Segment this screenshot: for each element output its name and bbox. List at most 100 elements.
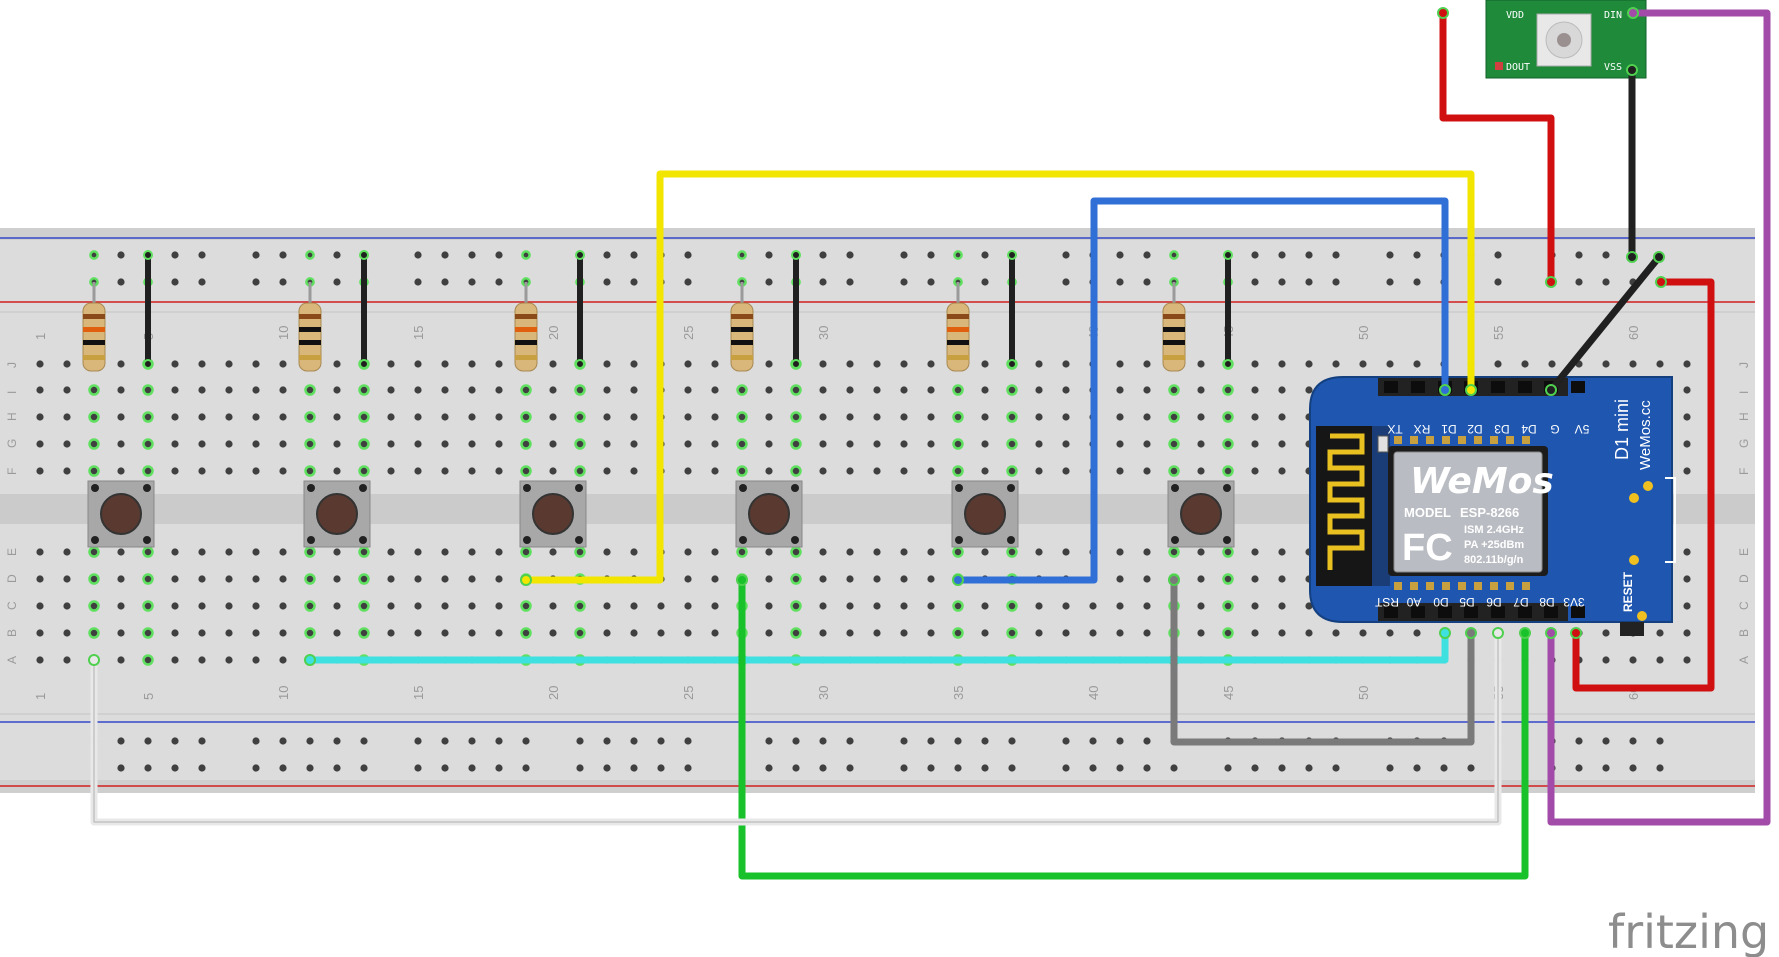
breadboard-hole (117, 440, 125, 448)
rail-hole (846, 764, 854, 772)
pin-label-bottom: 3V3 (1563, 595, 1585, 609)
rail-hole (630, 251, 638, 259)
rail-hole (117, 251, 125, 259)
breadboard-hole (684, 629, 692, 637)
breadboard-hole (225, 467, 233, 475)
breadboard-hole (549, 629, 557, 637)
breadboard-hole (1035, 413, 1043, 421)
breadboard-hole (819, 548, 827, 556)
breadboard-hole (819, 467, 827, 475)
wire-end (1653, 251, 1665, 263)
breadboard-hole (468, 602, 476, 610)
breadboard-hole (630, 548, 638, 556)
rail-hole (252, 737, 260, 745)
breadboard-hole (1683, 467, 1691, 475)
breadboard-hole (304, 438, 316, 450)
pin-label-bottom: D0 (1433, 595, 1449, 609)
breadboard-hole (603, 629, 611, 637)
rail-hole (684, 737, 692, 745)
breadboard-hole (736, 438, 748, 450)
rail-hole (441, 737, 449, 745)
breadboard-hole (414, 413, 422, 421)
breadboard-hole (1222, 411, 1234, 423)
breadboard-hole (279, 413, 287, 421)
breadboard-hole (1006, 465, 1018, 477)
pin-label-top: D4 (1521, 422, 1537, 436)
breadboard-hole (36, 360, 44, 368)
column-label-bottom: 45 (1221, 686, 1236, 700)
board-title: D1 mini (1612, 399, 1632, 460)
breadboard-hole (1006, 411, 1018, 423)
rail-hole (279, 278, 287, 286)
rail-hole (792, 737, 800, 745)
push-button (87, 480, 155, 548)
breadboard-hole (819, 440, 827, 448)
rail-hole (1143, 764, 1151, 772)
row-label: F (5, 468, 19, 475)
breadboard-hole (117, 548, 125, 556)
breadboard-hole (711, 629, 719, 637)
breadboard-hole (225, 602, 233, 610)
breadboard-hole (790, 438, 802, 450)
din-label: DIN (1604, 10, 1622, 21)
breadboard-hole (1251, 629, 1259, 637)
breadboard-hole (1035, 360, 1043, 368)
breadboard-hole (1278, 548, 1286, 556)
breadboard-hole (765, 467, 773, 475)
breadboard-hole (88, 600, 100, 612)
rail-hole (1062, 278, 1070, 286)
rail-hole (1116, 764, 1124, 772)
breadboard-hole (1683, 548, 1691, 556)
rail-hole (900, 764, 908, 772)
breadboard-hole (711, 575, 719, 583)
breadboard-hole (900, 629, 908, 637)
breadboard-hole (63, 575, 71, 583)
breadboard-hole (387, 413, 395, 421)
breadboard-hole (873, 548, 881, 556)
breadboard-hole (387, 575, 395, 583)
pin-label-top: 5V (1575, 422, 1590, 436)
breadboard-hole (1168, 546, 1180, 558)
column-label-bottom: 10 (276, 686, 291, 700)
column-label-top: 20 (546, 326, 561, 340)
column-label-top: 50 (1356, 326, 1371, 340)
breadboard-hole (684, 386, 692, 394)
breadboard-hole (1143, 467, 1151, 475)
breadboard-hole (736, 546, 748, 558)
wemos-d1-mini: WeMos MODEL ESP-8266 FC ISM 2.4GHz PA +2… (1309, 376, 1676, 636)
breadboard-hole (1305, 360, 1313, 368)
breadboard-hole (36, 629, 44, 637)
breadboard-hole (1278, 440, 1286, 448)
breadboard-hole (441, 386, 449, 394)
row-label: A (1737, 656, 1751, 664)
breadboard-hole (1656, 656, 1664, 664)
breadboard-hole (1251, 602, 1259, 610)
breadboard-hole (1656, 360, 1664, 368)
breadboard-hole (468, 575, 476, 583)
breadboard-hole (630, 413, 638, 421)
breadboard-hole (981, 602, 989, 610)
breadboard-hole (927, 602, 935, 610)
breadboard-hole (1062, 386, 1070, 394)
breadboard-hole (711, 440, 719, 448)
breadboard-hole (1035, 602, 1043, 610)
breadboard-hole (117, 629, 125, 637)
rail-hole (468, 737, 476, 745)
breadboard-hole (198, 360, 206, 368)
breadboard-hole (549, 602, 557, 610)
breadboard-hole (198, 602, 206, 610)
breadboard-hole (630, 440, 638, 448)
breadboard-hole (36, 467, 44, 475)
row-label: E (1737, 548, 1751, 556)
breadboard-hole (952, 384, 964, 396)
breadboard-hole (981, 629, 989, 637)
pin-label-bottom: D7 (1513, 595, 1529, 609)
breadboard-hole (711, 386, 719, 394)
rail-hole (360, 764, 368, 772)
breadboard-hole (252, 386, 260, 394)
breadboard-hole (1168, 465, 1180, 477)
breadboard-hole (549, 360, 557, 368)
rail-hole (1575, 251, 1583, 259)
breadboard-hole (171, 467, 179, 475)
row-label: B (1737, 629, 1751, 637)
